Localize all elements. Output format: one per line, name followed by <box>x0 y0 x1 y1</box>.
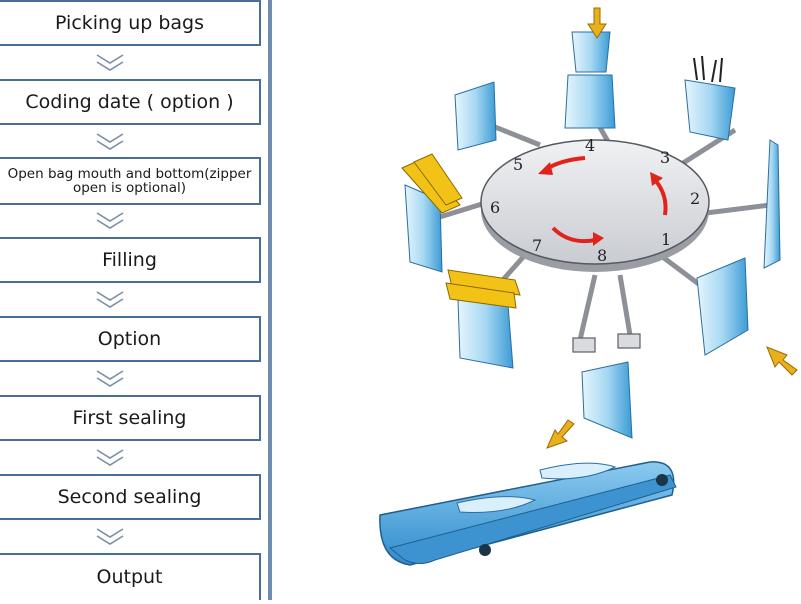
chevron-down-icon <box>96 133 124 150</box>
step-filling: Filling <box>0 237 261 283</box>
chevron-down-icon <box>96 449 124 466</box>
process-flow-panel: Picking up bags Coding date ( option ) O… <box>0 0 270 600</box>
step-output: Output <box>0 553 261 600</box>
step-label: Picking up bags <box>55 11 204 34</box>
step-label: Coding date ( option ) <box>25 90 234 113</box>
step-label: Second sealing <box>57 485 202 508</box>
chevron-down-icon <box>96 370 124 387</box>
station-number: 3 <box>660 148 670 167</box>
station-number: 8 <box>597 246 607 265</box>
filling-nozzle <box>693 55 723 83</box>
step-label: Option <box>97 327 162 350</box>
machine-illustration-panel: 1 2 3 4 5 6 7 8 <box>272 0 801 600</box>
step-coding-date: Coding date ( option ) <box>0 79 261 125</box>
bags <box>404 31 781 439</box>
step-open-bag-mouth: Open bag mouth and bottom(zipper open is… <box>0 157 261 205</box>
station-number: 1 <box>661 230 671 249</box>
station-number: 6 <box>490 198 500 217</box>
output-conveyor <box>379 461 677 566</box>
step-first-sealing: First sealing <box>0 395 261 441</box>
step-label: First sealing <box>72 406 187 429</box>
chevron-down-icon <box>96 528 124 545</box>
station-number: 4 <box>585 136 595 155</box>
gripper-claws <box>572 333 641 353</box>
step-option: Option <box>0 316 261 362</box>
sealing-jaws <box>401 153 521 309</box>
station-number: 2 <box>690 189 700 208</box>
station-numbers: 1 2 3 4 5 6 7 8 <box>490 136 700 265</box>
indicator-arrow-icon <box>546 7 798 449</box>
step-second-sealing: Second sealing <box>0 474 261 520</box>
step-label: Open bag mouth and bottom(zipper open is… <box>7 165 252 196</box>
station-number: 7 <box>532 236 542 255</box>
step-picking-up-bags: Picking up bags <box>0 0 261 46</box>
panel-divider <box>268 0 272 600</box>
chevron-down-icon <box>96 291 124 308</box>
rotary-packing-machine-diagram: 1 2 3 4 5 6 7 8 <box>379 7 798 566</box>
step-label: Filling <box>102 248 157 271</box>
rotation-arrow-icon <box>538 156 668 246</box>
chevron-down-icon <box>96 212 124 229</box>
step-label: Output <box>96 566 163 589</box>
station-number: 5 <box>513 155 523 174</box>
chevron-down-icon <box>96 54 124 71</box>
